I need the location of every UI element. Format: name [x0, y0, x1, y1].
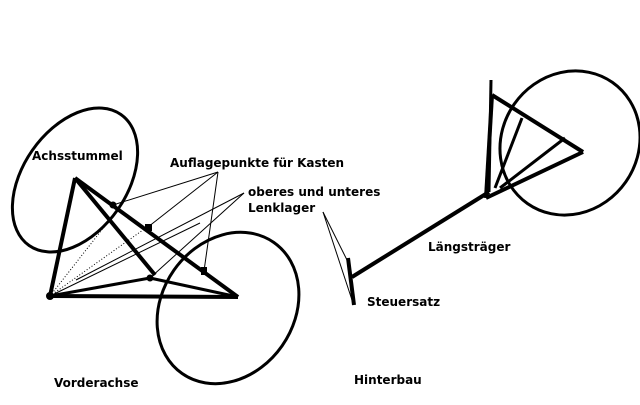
front-pivot-point	[46, 292, 54, 300]
leader-auflage-2	[147, 171, 219, 228]
label-achsstummel: Achsstummel	[32, 149, 123, 163]
label-lenklager-line2: Lenklager	[248, 201, 315, 215]
front-left-wheel	[10, 106, 140, 254]
inner-wishbone-link	[49, 276, 151, 298]
label-hinterbau: Hinterbau	[354, 373, 422, 387]
label-laengstraeger: Längsträger	[428, 240, 511, 254]
front-leader-lines	[75, 171, 245, 281]
rear-frame-left	[484, 94, 494, 199]
front-axle-assembly	[10, 106, 301, 386]
front-reference-line	[49, 222, 201, 297]
leader-lenklager-4	[322, 211, 353, 301]
lower-wishbone	[49, 294, 239, 299]
label-steuersatz: Steuersatz	[367, 295, 440, 309]
stub-axle-arm	[48, 177, 77, 297]
mount-point-2	[145, 224, 152, 231]
leader-lenklager-3	[322, 211, 351, 267]
rear-frame-bottom	[485, 150, 584, 200]
leader-auflage-3	[203, 171, 219, 272]
rear-inner-strut-2	[499, 136, 566, 190]
label-auflagepunkte: Auflagepunkte für Kasten	[170, 156, 344, 170]
rear-wheel	[498, 69, 640, 217]
leader-lenklager-1	[75, 192, 245, 281]
steering-head-post	[346, 257, 356, 306]
front-dotted-line-2	[49, 224, 151, 297]
front-dotted-line-1	[49, 212, 116, 297]
outer-wishbone-link	[149, 276, 239, 299]
upper-control-arm	[73, 176, 157, 277]
front-right-wheel	[155, 230, 301, 386]
longitudinal-beam	[350, 190, 491, 279]
leader-auflage-1	[112, 171, 219, 206]
rear-assembly	[346, 69, 640, 306]
label-lenklager-line1: oberes und unteres	[248, 185, 380, 199]
label-vorderachse: Vorderachse	[54, 376, 138, 390]
rear-frame-top	[490, 93, 585, 154]
rear-leader-lines	[322, 211, 353, 301]
rear-inner-strut-1	[493, 117, 524, 189]
leader-lenklager-2	[149, 192, 245, 279]
steering-tie-rod	[73, 176, 240, 299]
